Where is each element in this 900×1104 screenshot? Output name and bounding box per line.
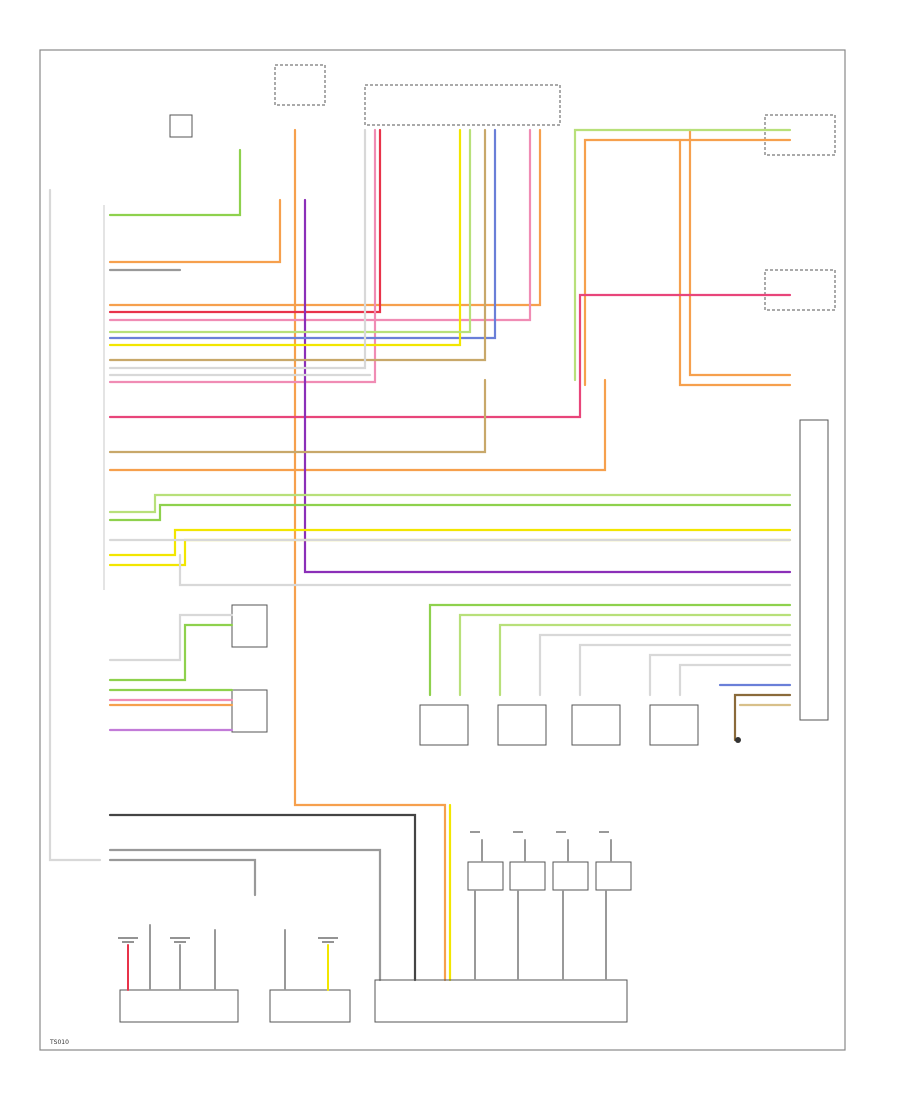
wire-yellow-2 xyxy=(108,528,792,557)
wire-yellow-1 xyxy=(108,128,462,347)
bottom-modules xyxy=(119,704,699,1023)
wire-white-left-vert xyxy=(48,188,102,862)
antenna-module-3 xyxy=(552,861,589,891)
wire-white-6 xyxy=(578,643,792,697)
antenna-symbol-3 xyxy=(318,937,338,943)
wire-white-7 xyxy=(648,653,792,697)
wire-gray-1 xyxy=(108,848,382,982)
wire-white-8 xyxy=(678,663,792,697)
bottom-component-wires xyxy=(127,839,612,991)
wire-white-1 xyxy=(108,128,367,370)
wire-orange-right xyxy=(583,138,792,387)
radio-head-unit xyxy=(374,979,628,1023)
module-box-mid-left-2 xyxy=(231,689,268,733)
wire-pink-2 xyxy=(108,293,792,419)
wire-white-3 xyxy=(178,553,792,587)
speaker-box-2 xyxy=(497,704,547,746)
antenna-symbol-2 xyxy=(170,937,190,943)
wire-light-green-2 xyxy=(108,493,792,514)
fuse-panel-box xyxy=(364,84,561,126)
antenna-symbol-1 xyxy=(118,937,138,943)
diagram-frame xyxy=(39,49,846,1051)
wire-gray-2 xyxy=(108,858,257,897)
antenna-module-2 xyxy=(509,861,546,891)
wire-yellow-3 xyxy=(108,538,792,567)
speaker-box-4 xyxy=(649,704,699,746)
wire-white-5 xyxy=(538,633,792,697)
antenna-module-1 xyxy=(467,861,504,891)
ignition-switch-box xyxy=(274,64,326,106)
wire-orange-1 xyxy=(108,198,282,264)
wire-green-1 xyxy=(108,148,242,217)
speaker-box-3 xyxy=(571,704,621,746)
wire-black-1 xyxy=(108,813,417,982)
wire-brown-3 xyxy=(733,693,792,742)
wire-pink-1 xyxy=(108,128,532,322)
wire-orange-main xyxy=(293,128,447,982)
speaker-box-1 xyxy=(419,704,469,746)
wire-green-5 xyxy=(108,623,234,682)
ground-point xyxy=(735,737,741,743)
antenna-symbols xyxy=(118,831,609,943)
wire-light-green-3 xyxy=(458,613,792,697)
antenna-module-4 xyxy=(595,861,632,891)
wire-blue-1 xyxy=(108,128,497,340)
wire-white-4 xyxy=(108,613,234,662)
wire-green-4 xyxy=(428,603,792,697)
module-box-mid-left-1 xyxy=(231,604,268,648)
wire-brown-1 xyxy=(108,128,487,362)
amplifier-connector-box xyxy=(799,419,829,721)
wire-orange-right-2 xyxy=(678,138,792,387)
wire-violet-1 xyxy=(303,198,792,574)
wire-red-1 xyxy=(108,128,382,314)
wires xyxy=(48,128,792,982)
wire-pink-3 xyxy=(108,128,377,384)
sensor-box-top-left xyxy=(169,114,193,138)
wire-orange-2 xyxy=(108,128,542,307)
wire-orange-3 xyxy=(108,378,607,472)
page-label: TS010 xyxy=(49,1039,69,1046)
antenna-amplifier xyxy=(269,989,351,1023)
telematics-control-unit xyxy=(119,989,239,1023)
right-door-speaker-box xyxy=(764,114,836,156)
top-components xyxy=(169,64,836,733)
wire-light-green-4 xyxy=(498,623,792,697)
wire-brown-2 xyxy=(108,378,487,454)
wire-green-2 xyxy=(108,503,792,522)
wire-green-3 xyxy=(573,128,792,382)
wire-orange-right-3 xyxy=(688,128,792,377)
right-rear-speaker-box xyxy=(764,269,836,311)
wire-light-green xyxy=(108,128,472,334)
